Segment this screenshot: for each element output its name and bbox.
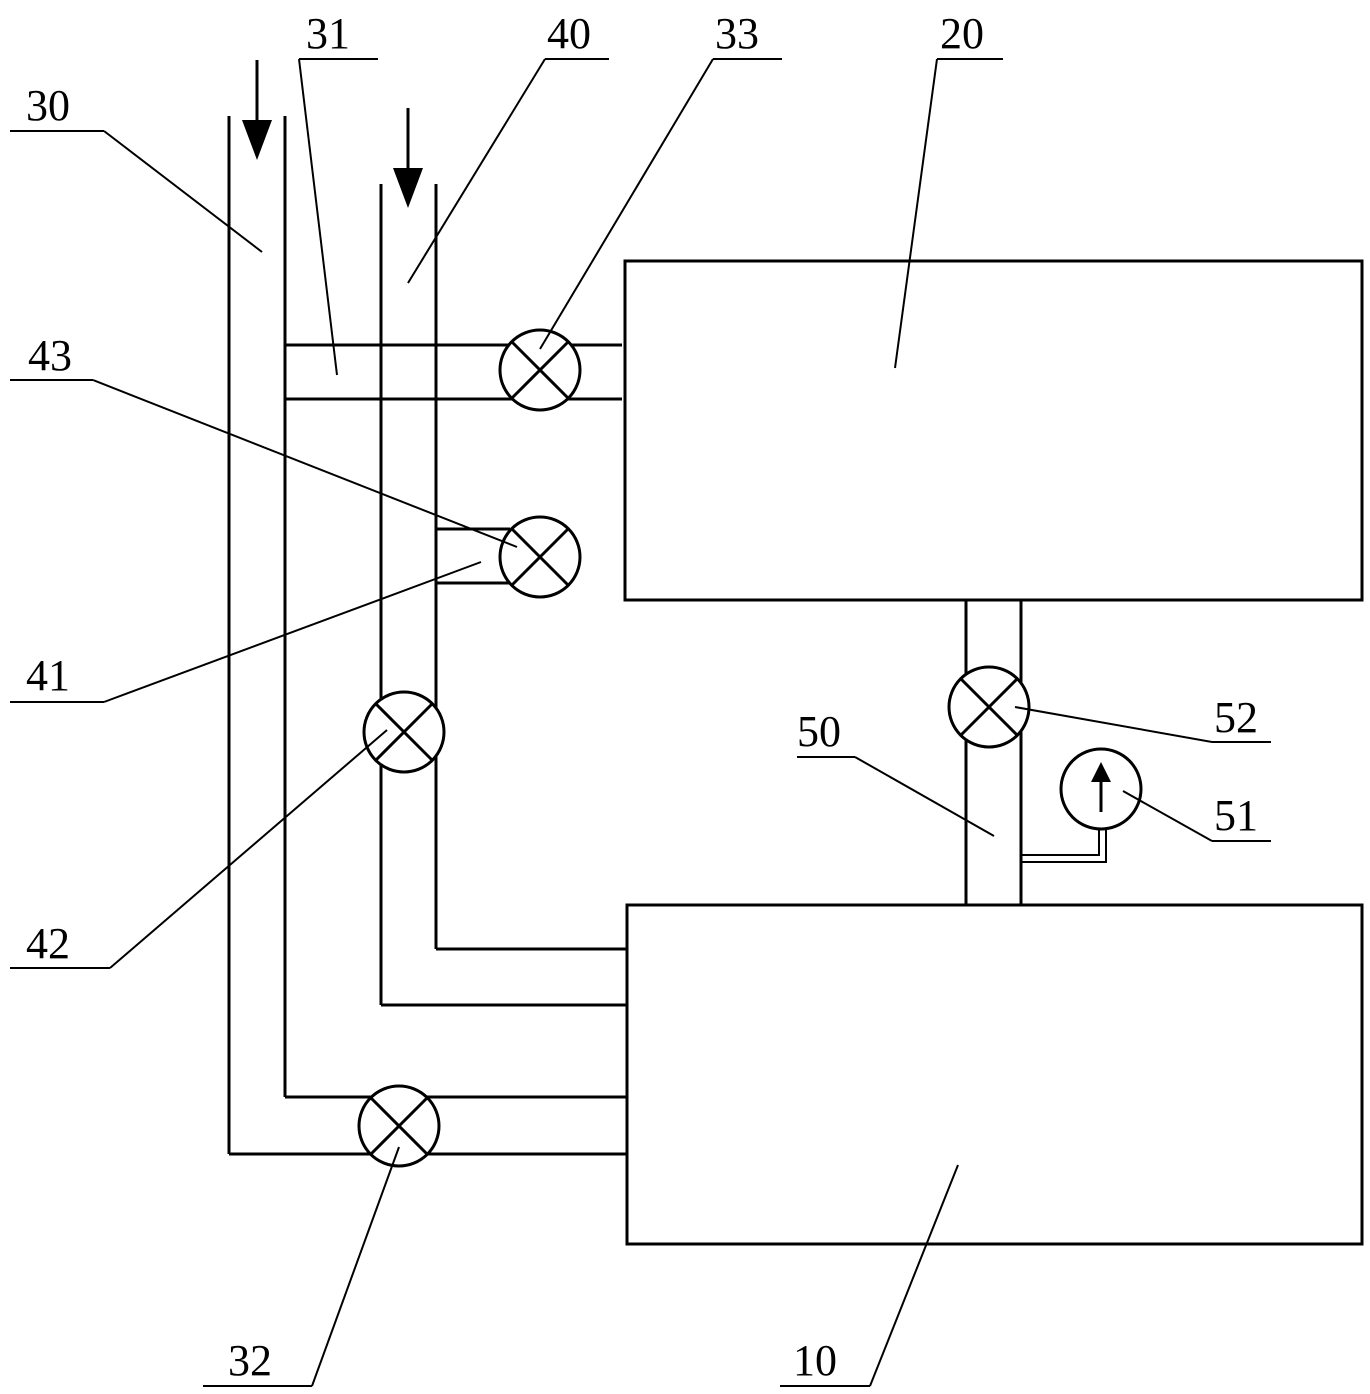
label-20: 20	[940, 9, 984, 58]
valve-43-icon	[498, 515, 582, 599]
label-33: 33	[715, 9, 759, 58]
label-50: 50	[797, 707, 841, 756]
valve-52-icon	[947, 665, 1031, 749]
gauge-tube	[1021, 828, 1107, 863]
pipe-40	[379, 184, 627, 1007]
valve-42-icon	[362, 690, 446, 774]
label-30: 30	[26, 81, 70, 130]
label-32: 32	[228, 1336, 272, 1385]
leader-lines	[10, 58, 1271, 1387]
down-arrow-icon	[242, 60, 272, 160]
label-40: 40	[547, 9, 591, 58]
label-51: 51	[1214, 791, 1258, 840]
label-10: 10	[793, 1336, 837, 1385]
pipe-50	[964, 600, 1023, 905]
label-31: 31	[306, 9, 350, 58]
valve-32-icon	[357, 1084, 441, 1168]
down-arrow-icon	[393, 108, 423, 208]
pipe-30	[227, 116, 627, 1156]
valve-33-icon	[498, 328, 582, 412]
label-52: 52	[1214, 693, 1258, 742]
component-20-box	[623, 259, 1364, 602]
pressure-gauge-icon	[1059, 747, 1143, 831]
component-10-box	[625, 903, 1364, 1246]
label-42: 42	[26, 919, 70, 968]
label-43: 43	[28, 331, 72, 380]
label-41: 41	[26, 651, 70, 700]
